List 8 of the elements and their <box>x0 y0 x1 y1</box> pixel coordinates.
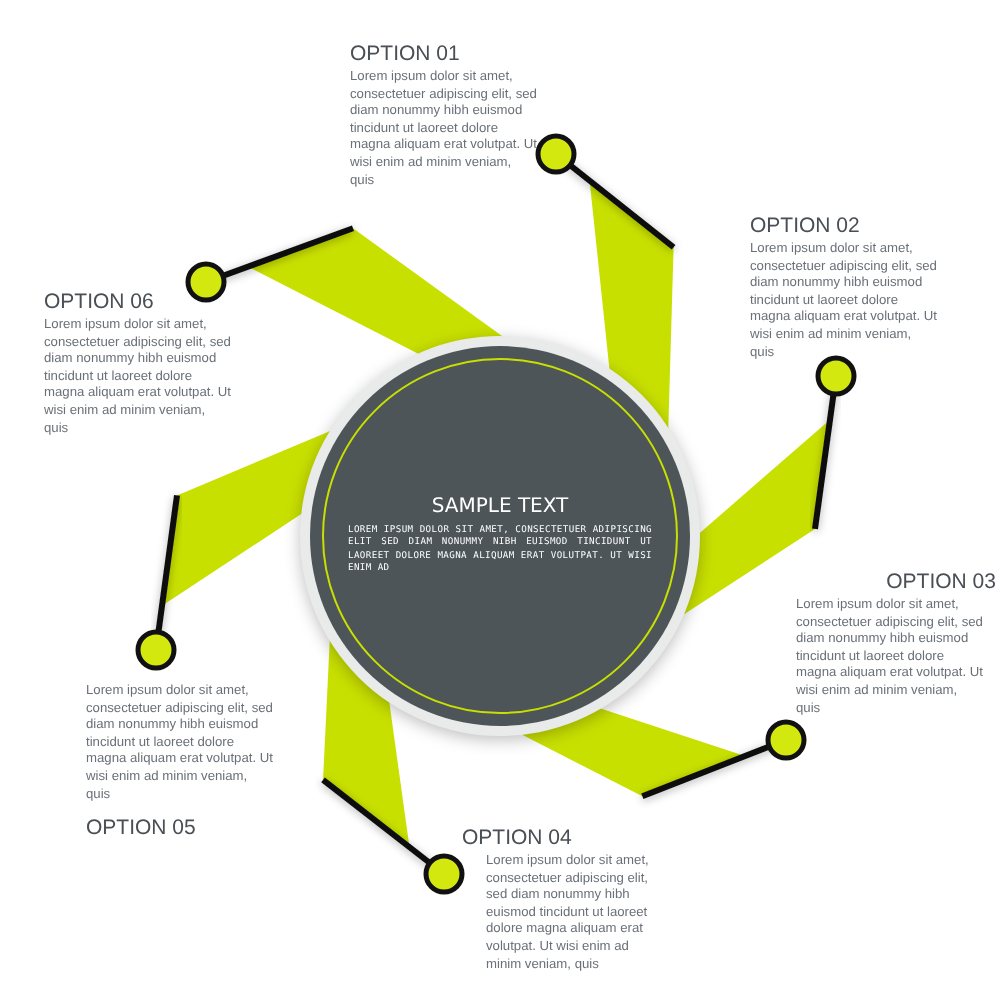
option-heading: OPTION 04 <box>462 826 574 850</box>
center-title: SAMPLE TEXT <box>431 495 569 519</box>
option-heading: OPTION 06 <box>44 290 156 314</box>
option-heading: OPTION 03 <box>884 570 996 594</box>
option-heading: OPTION 05 <box>86 816 198 841</box>
center-circle <box>310 346 690 726</box>
option-heading: OPTION 01 <box>350 42 462 66</box>
option-heading: OPTION 02 <box>750 214 862 238</box>
